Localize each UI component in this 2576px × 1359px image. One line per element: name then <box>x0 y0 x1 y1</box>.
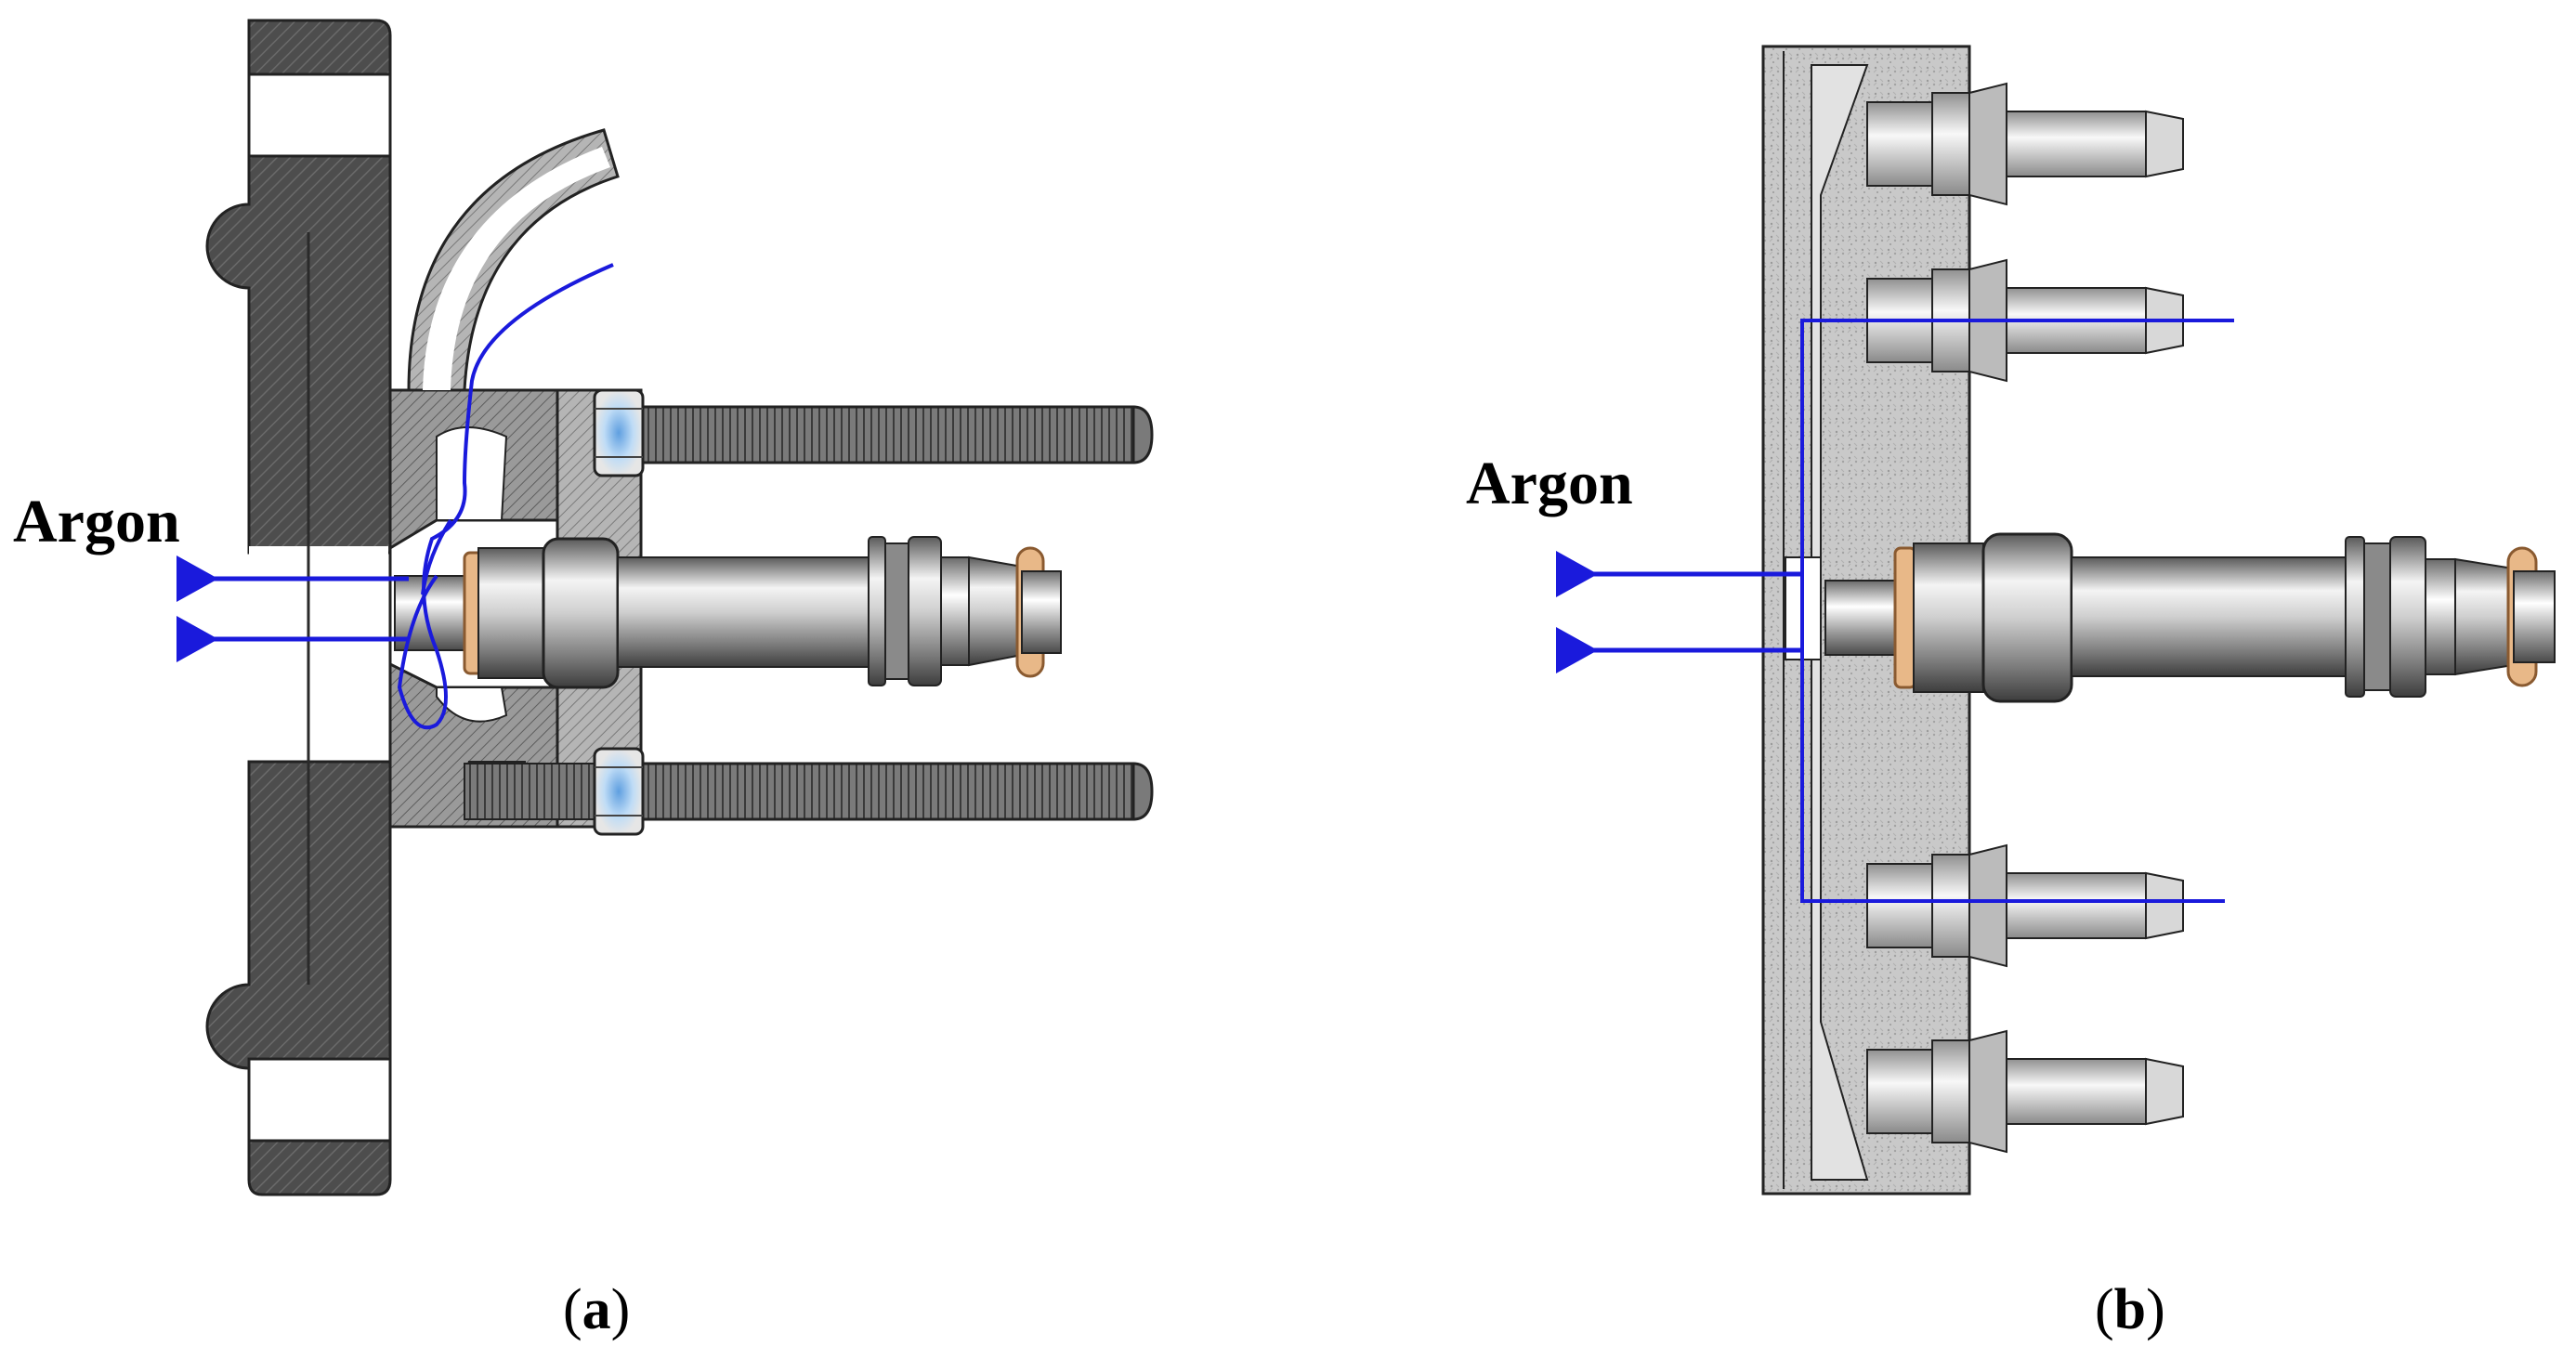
caption-a: (a) <box>563 1278 630 1341</box>
flange-plate <box>205 19 392 1196</box>
panel-b: Argon (b) <box>1466 45 2556 1341</box>
argon-label-b: Argon <box>1466 450 1633 517</box>
upper-stud <box>639 405 1154 464</box>
gas-inlet-elbow <box>407 128 620 392</box>
lower-nut-icon <box>593 747 645 836</box>
hose-fitting-4 <box>1866 1029 2184 1154</box>
upper-nut-icon <box>593 388 645 477</box>
electrode-assembly-b <box>1824 532 2556 703</box>
argon-flow-path-a <box>177 263 614 730</box>
lower-stud <box>464 762 1154 821</box>
argon-label-a: Argon <box>13 488 180 555</box>
hose-fitting-1 <box>1866 82 2184 206</box>
hose-fitting-3 <box>1866 843 2184 968</box>
argon-flow-path-b <box>1556 319 2234 903</box>
electrode-assembly <box>394 536 1062 689</box>
panel-a: Argon (a) <box>13 19 1154 1341</box>
caption-b: (b) <box>2095 1278 2165 1341</box>
